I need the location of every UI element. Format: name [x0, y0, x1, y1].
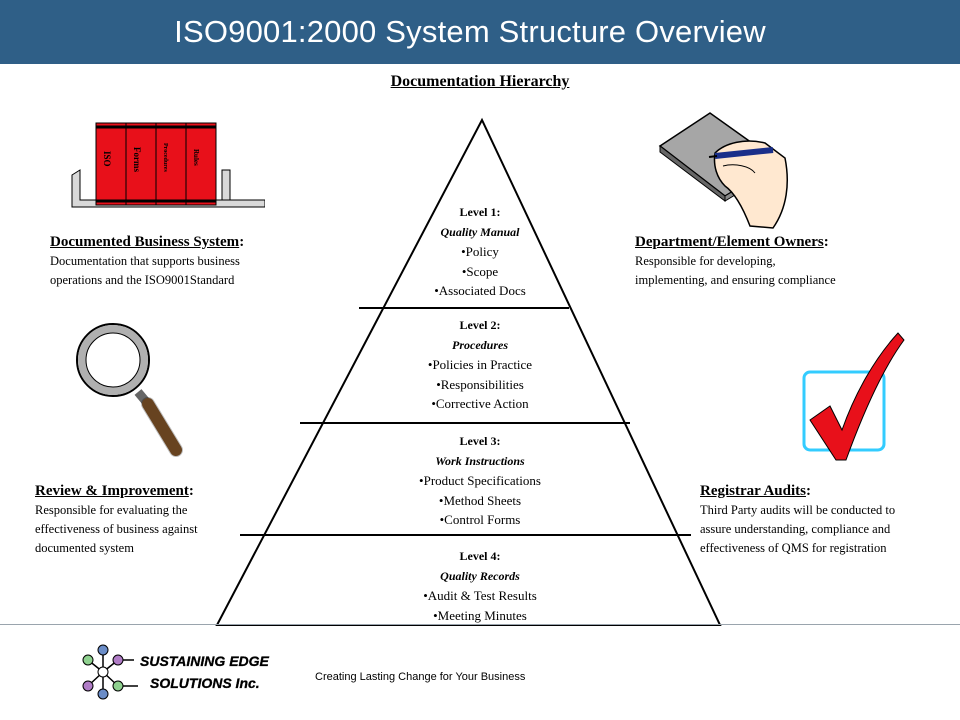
level-3-label: Level 3: [370, 432, 590, 452]
documented-line: Documentation that supports business [50, 252, 320, 271]
pyramid-level-3: Level 3: Work Instructions •Product Spec… [370, 432, 590, 530]
level-4-name: Quality Records [370, 567, 590, 587]
logo-line-1: SUSTAINING EDGE [140, 653, 270, 669]
pyramid-level-2: Level 2: Procedures •Policies in Practic… [370, 316, 590, 414]
binder-label: ISO [102, 151, 112, 167]
department-owners-heading: Department/Element Owners [635, 234, 824, 250]
footer-divider [0, 624, 960, 625]
tagline: Creating Lasting Change for Your Busines… [315, 671, 525, 683]
registrar-line: assure understanding, compliance and [700, 520, 958, 539]
level-4-label: Level 4: [370, 547, 590, 567]
review-line: effectiveness of business against [35, 520, 275, 539]
registrar-line: Third Party audits will be conducted to [700, 501, 958, 520]
registrar-audits-heading: Registrar Audits [700, 483, 806, 499]
magnifying-glass-icon [68, 318, 188, 458]
registrar-line: effectiveness of QMS for registration [700, 539, 958, 558]
level-2-name: Procedures [370, 336, 590, 356]
review-line: Responsible for evaluating the [35, 501, 275, 520]
level-1-label: Level 1: [370, 203, 590, 223]
page-title: ISO9001:2000 System Structure Overview [0, 14, 940, 50]
level-4-bullet: •Meeting Minutes [370, 606, 590, 626]
documentation-hierarchy-heading: Documentation Hierarchy [0, 73, 960, 91]
level-3-bullet: •Control Forms [370, 510, 590, 530]
department-owners-block: Department/Element Owners: Responsible f… [635, 232, 955, 290]
level-2-bullet: •Corrective Action [370, 394, 590, 414]
pyramid-level-1: Level 1: Quality Manual •Policy •Scope •… [370, 203, 590, 301]
level-1-bullet: •Scope [370, 262, 590, 282]
level-1-bullet: •Associated Docs [370, 281, 590, 301]
level-1-bullet: •Policy [370, 242, 590, 262]
pyramid-level-4: Level 4: Quality Records •Audit & Test R… [370, 547, 590, 625]
level-2-bullet: •Policies in Practice [370, 355, 590, 375]
review-improvement-block: Review & Improvement: Responsible for ev… [35, 481, 275, 558]
company-logo: SUSTAINING EDGE SOLUTIONS Inc. [78, 642, 278, 704]
documented-business-system-heading: Documented Business System [50, 234, 239, 250]
logo-line-2: SOLUTIONS Inc. [150, 675, 260, 691]
level-3-bullet: •Method Sheets [370, 491, 590, 511]
owners-line: implementing, and ensuring compliance [635, 271, 955, 290]
level-2-label: Level 2: [370, 316, 590, 336]
documented-business-system-block: Documented Business System: Documentatio… [50, 232, 320, 290]
binder-label: Procedures [162, 143, 168, 172]
review-improvement-heading: Review & Improvement [35, 483, 189, 499]
level-3-bullet: •Product Specifications [370, 471, 590, 491]
level-1-name: Quality Manual [370, 223, 590, 243]
level-4-bullet: •Audit & Test Results [370, 586, 590, 606]
binder-label: Forms [132, 147, 142, 172]
documented-line: operations and the ISO9001Standard [50, 271, 320, 290]
level-2-bullet: •Responsibilities [370, 375, 590, 395]
owners-line: Responsible for developing, [635, 252, 955, 271]
binders-icon: ISO Forms Procedures Rules [50, 115, 265, 213]
review-line: documented system [35, 539, 275, 558]
binder-label: Rules [192, 149, 200, 166]
level-3-name: Work Instructions [370, 452, 590, 472]
registrar-audits-block: Registrar Audits: Third Party audits wil… [700, 481, 958, 558]
hand-writing-icon [655, 108, 815, 233]
checkmark-icon [800, 328, 910, 463]
